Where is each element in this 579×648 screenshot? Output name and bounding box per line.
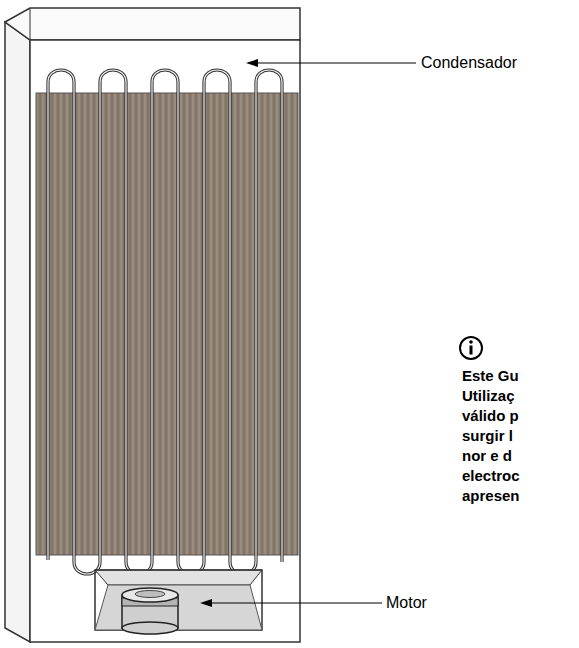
- compartment-inner: [95, 585, 262, 630]
- coil-highlight: [48, 70, 282, 574]
- motor-top: [122, 588, 178, 602]
- compartment-top: [95, 570, 262, 585]
- cabinet-back: [30, 40, 300, 642]
- leader-line: [206, 602, 382, 603]
- part-label: Condensador: [421, 54, 517, 72]
- leader-line: [252, 62, 416, 63]
- part-label: Motor: [386, 594, 427, 612]
- condenser-coil: [48, 70, 282, 574]
- info-icon-bar: [470, 346, 473, 355]
- note-text: Este Gu Utilizaç válido p surgir l nor e…: [462, 366, 538, 506]
- motor-cap: [135, 591, 165, 598]
- cabinet-edge: [30, 8, 31, 40]
- leader-arrowhead: [200, 599, 212, 607]
- coil-tube: [48, 70, 282, 574]
- info-icon: [460, 337, 482, 359]
- compressor-compartment: [95, 570, 262, 630]
- cabinet-side: [5, 22, 30, 642]
- info-icon-dot: [469, 340, 473, 344]
- cabinet-top: [5, 8, 300, 40]
- motor-base: [122, 622, 178, 634]
- leader-arrowhead: [246, 59, 258, 67]
